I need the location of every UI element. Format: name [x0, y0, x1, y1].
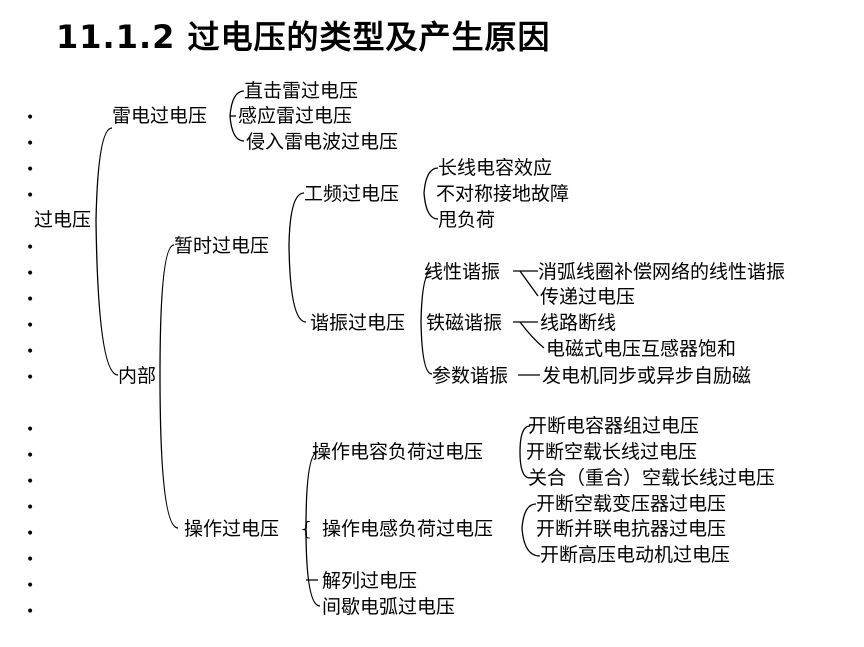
- bullet: •: [26, 604, 35, 620]
- bullet: •: [26, 448, 35, 464]
- bullet: •: [26, 162, 35, 178]
- bullet: •: [26, 266, 35, 282]
- node-inductive-item: 开断空载变压器过电压: [536, 493, 727, 515]
- node-inductive-item: 开断并联电抗器过电压: [536, 518, 727, 540]
- bullet: •: [26, 526, 35, 542]
- brace-glyph: {: [300, 518, 313, 540]
- node-power-frequency-item: 长线电容效应: [438, 157, 553, 179]
- node-parametric-resonance: 参数谐振: [432, 365, 509, 387]
- bullet: •: [26, 110, 35, 126]
- bullet: •: [26, 370, 35, 386]
- bullet: •: [26, 552, 35, 568]
- bullet: •: [26, 344, 35, 360]
- node-capacitive-item: 开断电容器组过电压: [528, 415, 700, 437]
- node-power-frequency-item: 甩负荷: [438, 209, 496, 231]
- node-switching-other: 解列过电压: [322, 570, 418, 592]
- bullet: •: [26, 136, 35, 152]
- node-root: 过电压: [34, 209, 92, 231]
- node-lightning-item: 侵入雷电波过电压: [246, 131, 399, 153]
- node-ferro-resonance: 铁磁谐振: [426, 312, 503, 334]
- bullet: •: [26, 292, 35, 308]
- bullet: •: [26, 500, 35, 516]
- node-power-frequency-item: 不对称接地故障: [436, 183, 570, 205]
- node-capacitive: 操作电容负荷过电压: [312, 441, 484, 463]
- node-inductive-item: 开断高压电动机过电压: [540, 544, 731, 566]
- node-lightning-item: 感应雷过电压: [238, 105, 353, 127]
- node-parametric-item: 发电机同步或异步自励磁: [542, 365, 752, 387]
- bullet: •: [26, 318, 35, 334]
- page-title: 11.1.2 过电压的类型及产生原因: [56, 18, 551, 56]
- brace-root: [95, 127, 119, 376]
- bullet: •: [26, 422, 35, 438]
- node-switching-other: 间歇电弧过电压: [322, 596, 456, 618]
- node-capacitive-item: 开断空载长线过电压: [526, 441, 698, 463]
- node-power-frequency: 工频过电压: [304, 183, 400, 205]
- bullet: •: [26, 188, 35, 204]
- node-internal: 内部: [118, 365, 157, 387]
- node-capacitive-item: 关合（重合）空载长线过电压: [528, 467, 776, 489]
- bullet: •: [26, 474, 35, 490]
- bullet: •: [26, 578, 35, 594]
- brace-internal: [159, 244, 179, 529]
- node-linear-resonance: 线性谐振: [424, 261, 501, 283]
- node-linear-item: 消弧线圈补偿网络的线性谐振: [538, 261, 786, 283]
- node-switching: 操作过电压: [184, 518, 280, 540]
- node-linear-item: 传递过电压: [540, 286, 636, 308]
- node-lightning-item: 直击雷过电压: [244, 80, 359, 102]
- node-ferro-item: 线路断线: [540, 312, 617, 334]
- node-lightning: 雷电过电压: [112, 105, 208, 127]
- brace-temporary: [288, 192, 307, 323]
- bullet: •: [26, 240, 35, 256]
- node-temporary: 暂时过电压: [174, 235, 270, 257]
- node-ferro-item: 电磁式电压互感器饱和: [546, 338, 737, 360]
- node-inductive: 操作电感负荷过电压: [322, 518, 494, 540]
- node-resonance: 谐振过电压: [310, 312, 406, 334]
